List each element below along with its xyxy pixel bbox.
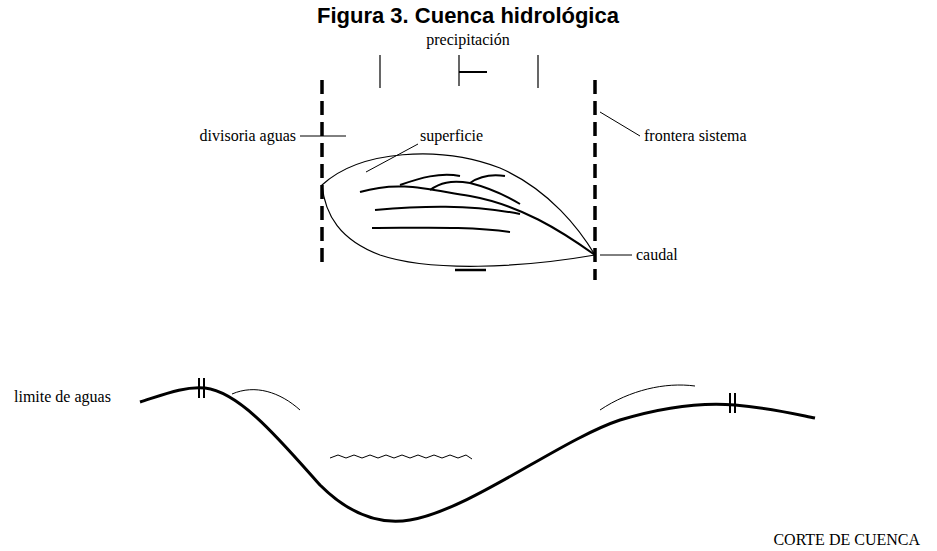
annotation-label: limite de aguas [14,388,111,406]
annotation-label: precipitación [426,31,510,49]
system-boundary [322,80,595,280]
water-surface [330,455,472,459]
annotation-label: frontera sistema [644,127,747,145]
runoff-arcs [232,385,695,410]
annotation-label: caudal [636,246,678,264]
precipitation-marks [380,55,538,88]
annotation-label: CORTE DE CUENCA [773,531,920,549]
divide-markers [199,378,735,413]
figure-title: Figura 3. Cuenca hidrológica [317,3,619,29]
annotation-label: divisoria aguas [200,127,296,145]
annotation-label: superficie [420,127,483,145]
basin-outline [322,154,595,266]
leader-lines [300,112,640,255]
section-profile [140,388,815,522]
river-network [360,175,595,255]
outlet-mark [455,269,486,272]
